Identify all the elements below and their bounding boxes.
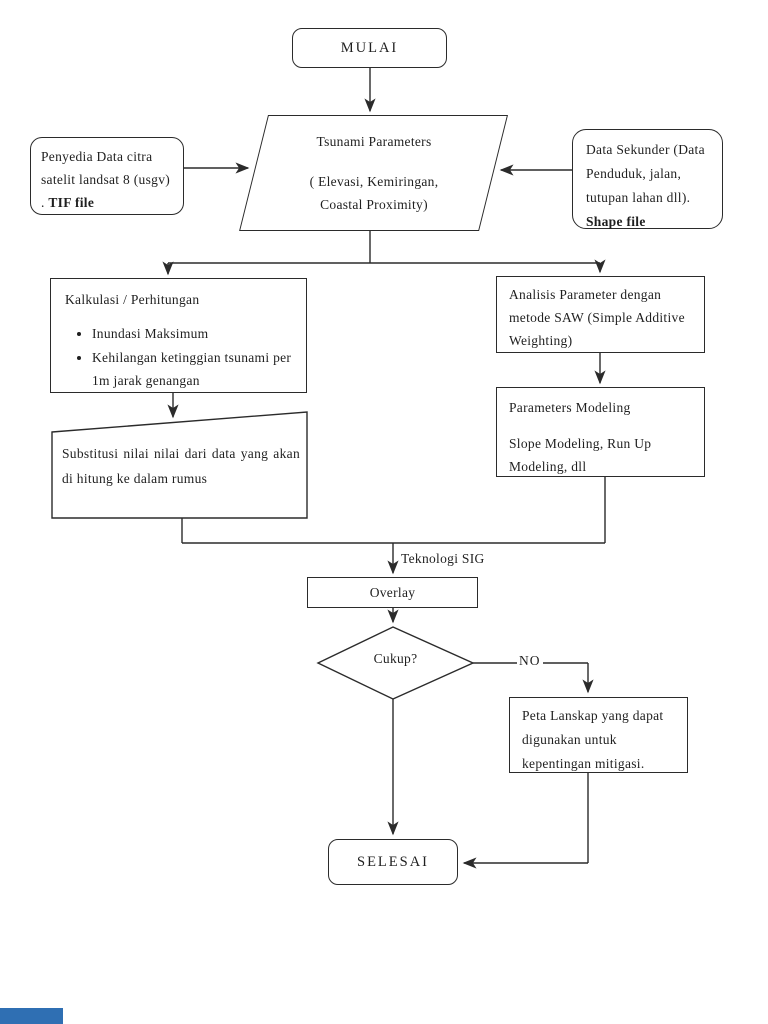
decision-label-text: Cukup? xyxy=(373,651,418,666)
tsunami-parameters-node: Tsunami Parameters ( Elevasi, Kemiringan… xyxy=(239,115,509,231)
start-label: MULAI xyxy=(340,39,399,56)
landscape-map-text: Peta Lanskap yang dapat digunakan untuk … xyxy=(522,708,664,771)
end-node: SELESAI xyxy=(328,839,458,885)
footer-accent-bar xyxy=(0,1008,63,1024)
saw-analysis-node: Analisis Parameter dengan metode SAW (Si… xyxy=(496,276,705,353)
gis-technology-label: Teknologi SIG xyxy=(401,551,485,567)
overlay-label: Overlay xyxy=(369,585,416,600)
calculation-title: Kalkulasi / Perhitungan xyxy=(65,292,200,307)
no-branch-label: NO xyxy=(517,653,543,669)
parameters-modeling-title: Parameters Modeling xyxy=(509,400,631,415)
substitution-shape xyxy=(51,411,308,519)
data-provider-node: Penyedia Data citra satelit landsat 8 (u… xyxy=(30,137,184,215)
start-node: MULAI xyxy=(292,28,447,68)
secondary-data-text: Data Sekunder (Data Penduduk, jalan, tut… xyxy=(586,142,705,205)
calculation-node: Kalkulasi / Perhitungan Inundasi Maksimu… xyxy=(50,278,307,393)
tsunami-parameters-title: Tsunami Parameters xyxy=(316,134,432,149)
end-label: SELESAI xyxy=(357,853,429,870)
landscape-map-node: Peta Lanskap yang dapat digunakan untuk … xyxy=(509,697,688,773)
parameters-modeling-node: Parameters Modeling Slope Modeling, Run … xyxy=(496,387,705,477)
substitution-text: Substitusi nilai nilai dari data yang ak… xyxy=(62,441,300,491)
tsunami-parameters-text: Tsunami Parameters ( Elevasi, Kemiringan… xyxy=(254,115,494,231)
tsunami-parameters-line3: Coastal Proximity) xyxy=(320,197,428,212)
calculation-bullet: Kehilangan ketinggian tsunami per 1m jar… xyxy=(92,346,292,392)
parameters-modeling-text: Slope Modeling, Run Up Modeling, dll xyxy=(509,436,652,474)
overlay-node: Overlay xyxy=(307,577,478,608)
calculation-bullet-list: Inundasi Maksimum Kehilangan ketinggian … xyxy=(65,322,292,392)
no-branch-label-text: NO xyxy=(519,653,541,668)
data-provider-bold: TIF file xyxy=(48,195,95,210)
secondary-data-node: Data Sekunder (Data Penduduk, jalan, tut… xyxy=(572,129,723,229)
secondary-data-bold: Shape file xyxy=(586,214,646,229)
substitution-text-value: Substitusi nilai nilai dari data yang ak… xyxy=(62,446,300,486)
decision-label: Cukup? xyxy=(318,651,473,667)
saw-analysis-text: Analisis Parameter dengan metode SAW (Si… xyxy=(509,287,685,348)
calculation-bullet: Inundasi Maksimum xyxy=(92,322,292,345)
tsunami-parameters-line2: ( Elevasi, Kemiringan, xyxy=(309,174,439,189)
data-provider-text: Penyedia Data citra satelit landsat 8 (u… xyxy=(41,149,171,210)
gis-technology-label-text: Teknologi SIG xyxy=(401,551,485,566)
